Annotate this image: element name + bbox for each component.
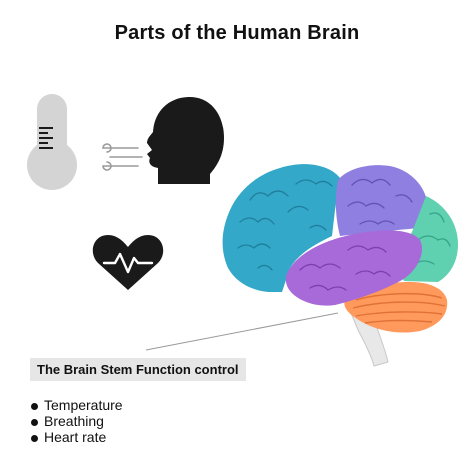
function-item-heart-rate: Heart rate bbox=[30, 429, 123, 445]
function-item-breathing: Breathing bbox=[30, 413, 123, 429]
heart-rate-icon bbox=[92, 235, 164, 290]
frontal-lobe bbox=[222, 164, 340, 292]
brain-stem-label: The Brain Stem Function control bbox=[30, 358, 246, 381]
cerebellum bbox=[344, 281, 448, 333]
temporal-lobe bbox=[285, 230, 422, 306]
function-item-temperature: Temperature bbox=[30, 397, 123, 413]
pointer-line bbox=[145, 312, 339, 351]
page-title: Parts of the Human Brain bbox=[114, 22, 360, 44]
thermometer-icon bbox=[27, 94, 77, 190]
breath-lines-icon bbox=[102, 143, 143, 171]
function-list: Temperature Breathing Heart rate bbox=[30, 397, 123, 445]
parietal-lobe bbox=[335, 165, 428, 236]
breathing-head-icon bbox=[147, 96, 224, 184]
